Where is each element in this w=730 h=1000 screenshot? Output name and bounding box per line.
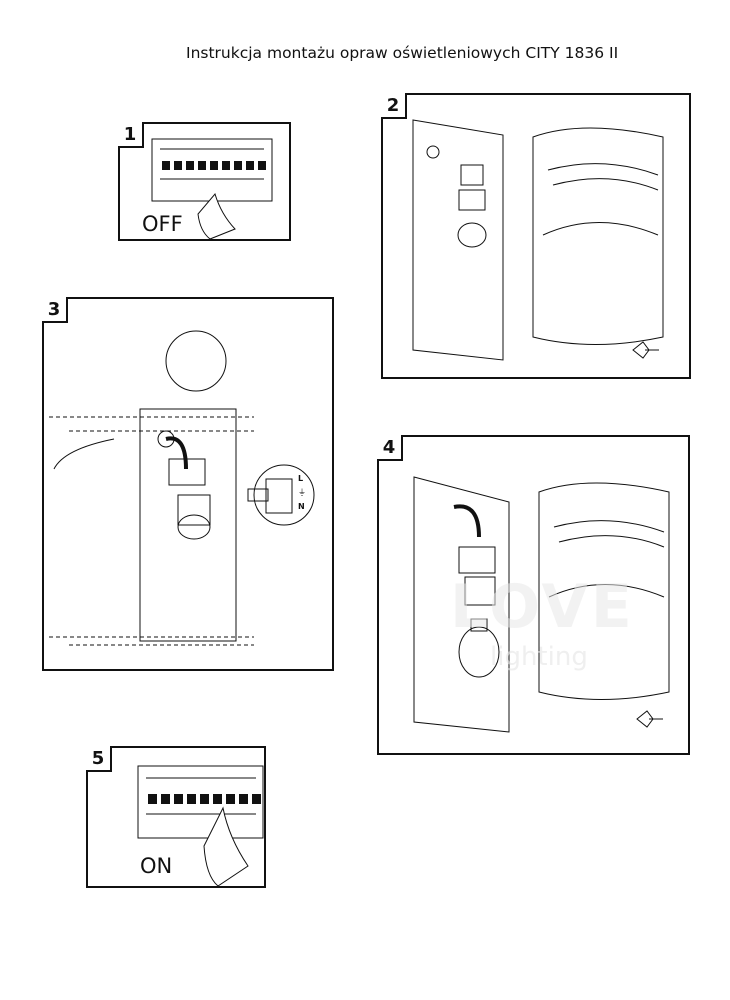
terminal-n-label: N: [298, 502, 305, 511]
breaker-panel-illustration: [151, 138, 273, 240]
step-4-panel: 4: [377, 435, 690, 755]
breaker-panel-illustration: [137, 765, 264, 887]
power-off-label: OFF: [142, 212, 183, 236]
step-number: 4: [377, 435, 403, 461]
step-3-panel: 3 L ⏚ N: [42, 297, 334, 671]
mounting-plate-and-housing-illustration: [412, 119, 664, 361]
step-5-panel: 5 ON: [86, 746, 266, 888]
terminal-l-label: L: [298, 474, 304, 483]
wiring-mounting-illustration: [49, 330, 315, 646]
power-on-label: ON: [140, 854, 173, 878]
step-1-panel: 1 OFF: [118, 122, 291, 241]
step-number: 1: [118, 122, 144, 148]
bulb-and-housing-illustration: [413, 476, 670, 733]
step-number: 3: [42, 297, 68, 323]
page-title: Instrukcja montażu opraw oświetleniowych…: [186, 44, 619, 62]
terminal-earth-label: ⏚: [298, 488, 306, 497]
step-2-panel: 2: [381, 93, 691, 379]
step-number: 5: [86, 746, 112, 772]
step-number: 2: [381, 93, 407, 119]
